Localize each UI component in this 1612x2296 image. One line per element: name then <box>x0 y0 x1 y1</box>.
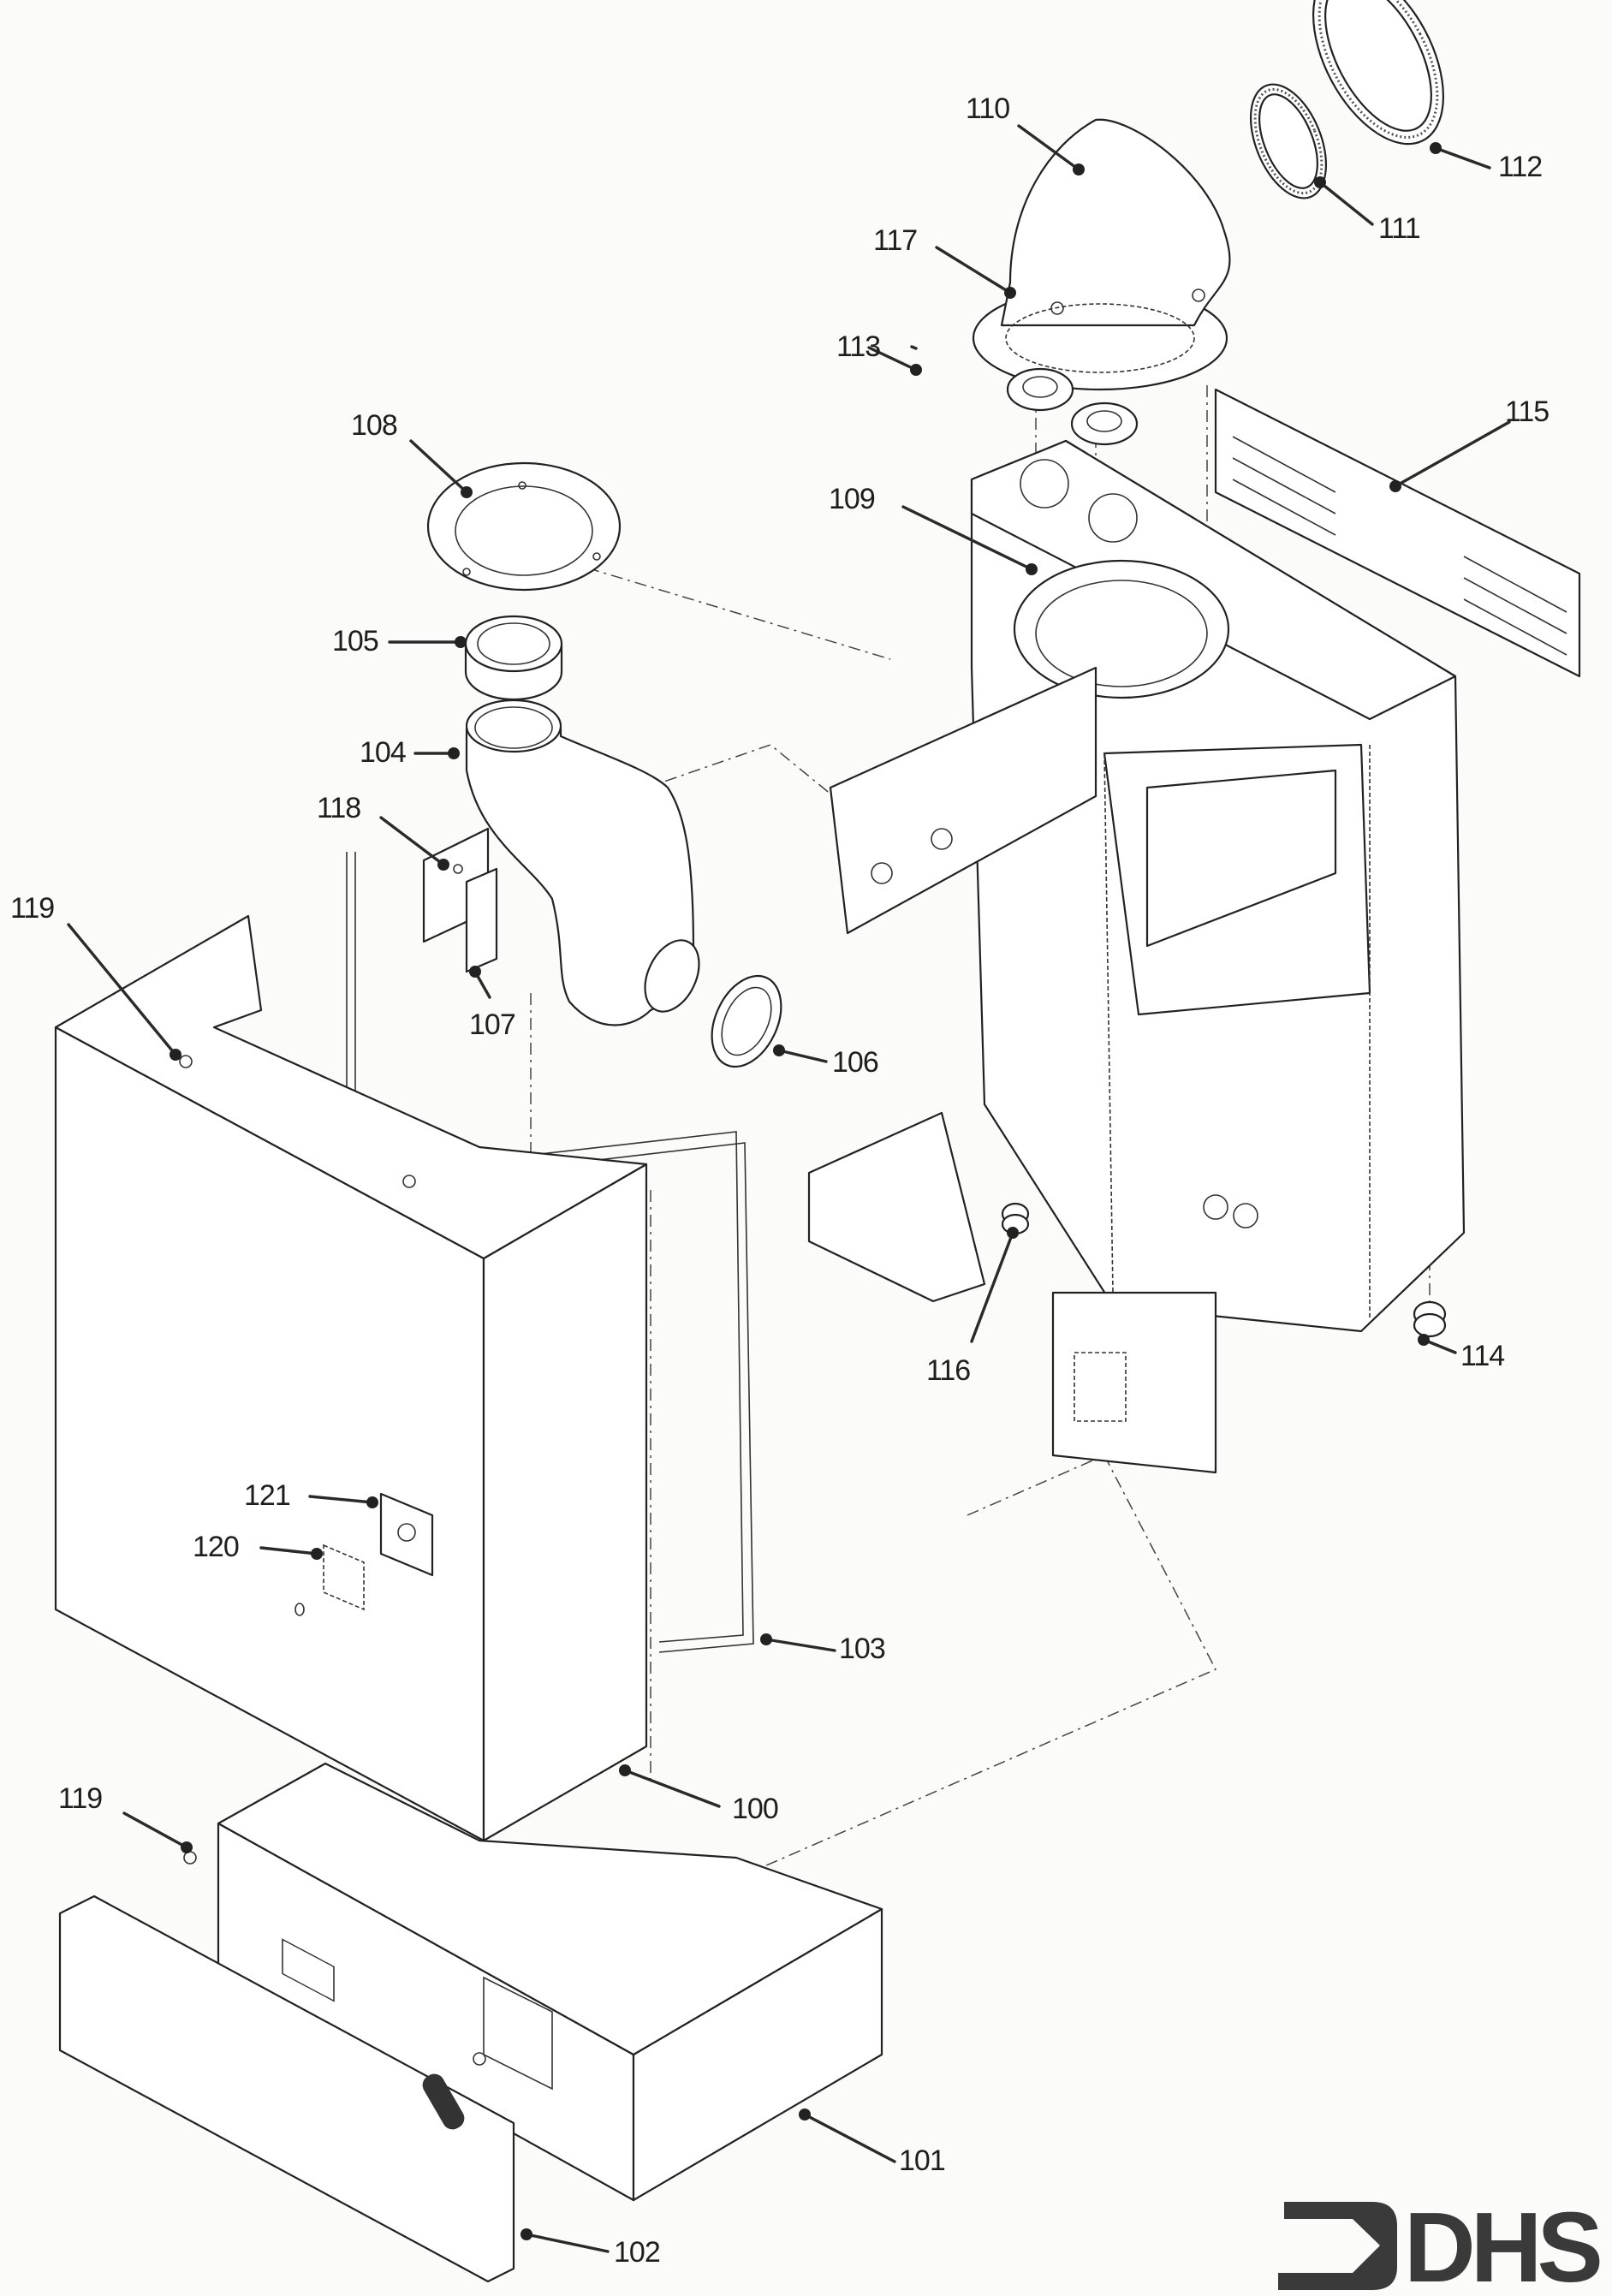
part-108-flange[interactable] <box>426 461 622 592</box>
callout-109[interactable]: 109 <box>829 483 1038 575</box>
callout-102[interactable]: 102 <box>520 2228 661 2269</box>
part-100-front-casing[interactable] <box>54 914 648 1842</box>
callout-100[interactable]: 100 <box>619 1764 779 1825</box>
callout-label: 100 <box>732 1793 778 1825</box>
callout-113[interactable]: 113 <box>836 330 922 376</box>
callout-101[interactable]: 101 <box>799 2109 946 2177</box>
callout-label: 112 <box>1498 151 1542 183</box>
callout-118[interactable]: 118 <box>317 792 449 871</box>
part-113-grommets[interactable] <box>1006 367 1139 446</box>
callout-label: 116 <box>926 1354 970 1387</box>
callout-108[interactable]: 108 <box>351 409 473 498</box>
dhs-logo: DHS <box>1278 2192 1605 2296</box>
callout-111[interactable]: 111 <box>1314 176 1421 245</box>
callout-110[interactable]: 110 <box>966 92 1085 175</box>
callout-114[interactable]: 114 <box>1418 1334 1505 1372</box>
arrow-right-icon <box>1278 2202 1397 2290</box>
callout-119-bottom[interactable]: 119 <box>58 1782 193 1853</box>
callout-label: 113 <box>836 330 880 363</box>
logo-text: DHS <box>1404 2192 1600 2296</box>
callout-label: 117 <box>873 224 917 257</box>
part-101-lower-casing[interactable] <box>217 1762 883 2202</box>
callout-label: 121 <box>244 1479 290 1512</box>
callout-label: 101 <box>899 2144 945 2177</box>
callout-label: 106 <box>832 1046 878 1079</box>
part-106-seal[interactable] <box>699 965 795 1078</box>
callout-label: 114 <box>1460 1340 1504 1372</box>
callout-label: 109 <box>829 483 875 515</box>
part-115-rear-panel[interactable] <box>1214 388 1581 678</box>
callout-117[interactable]: 117 <box>873 224 1016 299</box>
part-102-front-trim[interactable] <box>58 1894 515 2283</box>
callout-104[interactable]: 104 <box>360 736 460 769</box>
callout-label: 108 <box>351 409 397 442</box>
callout-116[interactable]: 116 <box>926 1227 1019 1387</box>
callout-label: 120 <box>193 1531 239 1563</box>
callout-label: 104 <box>360 736 406 769</box>
callout-112[interactable]: 112 <box>1430 142 1543 183</box>
callout-106[interactable]: 106 <box>773 1044 879 1079</box>
callout-label: 119 <box>58 1782 102 1815</box>
part-110-flue-elbow[interactable] <box>972 118 1231 391</box>
callout-115[interactable]: 115 <box>1389 396 1550 492</box>
callout-label: 119 <box>10 892 54 925</box>
part-112-seal-ring[interactable] <box>1287 0 1471 165</box>
callout-121[interactable]: 121 <box>244 1479 378 1512</box>
part-104-flue-duct[interactable] <box>465 699 710 1026</box>
callout-label: 105 <box>332 625 378 657</box>
callout-107[interactable]: 107 <box>469 966 516 1041</box>
callout-119-top[interactable]: 119 <box>10 892 181 1061</box>
part-114-grommet[interactable] <box>1413 1300 1447 1338</box>
callout-label: 102 <box>614 2236 660 2269</box>
callout-120[interactable]: 120 <box>193 1531 323 1563</box>
callout-label: 103 <box>839 1633 885 1665</box>
callout-103[interactable]: 103 <box>760 1633 886 1665</box>
part-111-seal-ring[interactable] <box>1236 74 1341 209</box>
part-118-bracket[interactable] <box>422 827 498 973</box>
callout-label: 107 <box>469 1008 515 1041</box>
callout-label: 118 <box>317 792 360 824</box>
part-105-seal[interactable] <box>464 615 563 701</box>
part-109-chassis[interactable] <box>807 439 1466 1474</box>
callout-label: 111 <box>1378 212 1420 245</box>
callout-105[interactable]: 105 <box>332 625 467 657</box>
callout-label: 115 <box>1505 396 1549 428</box>
callout-label: 110 <box>966 92 1009 125</box>
